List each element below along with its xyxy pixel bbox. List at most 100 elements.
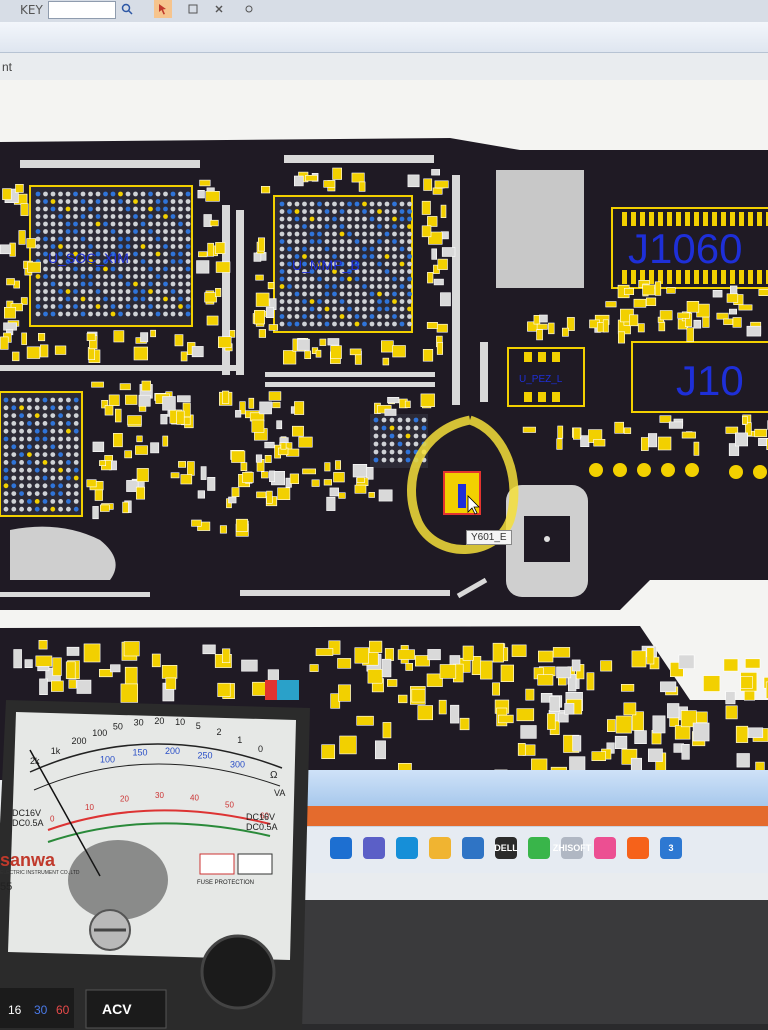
bga-ball — [340, 239, 345, 244]
smd-pad — [557, 439, 563, 450]
bga-ball — [370, 314, 375, 319]
bga-ball — [370, 209, 375, 214]
smd-pad — [675, 726, 690, 740]
connector-label-j1060: J1060 — [628, 225, 742, 272]
bga-ball — [377, 269, 382, 274]
bga-ball — [133, 282, 138, 287]
key-search-input[interactable] — [48, 1, 116, 19]
bga-ball — [332, 277, 337, 282]
bga-ball — [50, 398, 55, 403]
bga-ball — [103, 274, 108, 279]
bga-ball — [347, 314, 352, 319]
bga-ball — [163, 237, 168, 242]
meter-scale-number: 5 — [196, 721, 201, 731]
dell-icon[interactable]: DELL — [495, 837, 517, 859]
edge-icon[interactable] — [396, 837, 418, 859]
save-icon[interactable] — [184, 0, 202, 18]
bga-ball — [347, 202, 352, 207]
mail-icon[interactable] — [462, 837, 484, 859]
bga-ball — [141, 229, 146, 234]
smd-pad — [388, 397, 399, 403]
bga-ball — [81, 304, 86, 309]
bga-ball — [50, 491, 55, 496]
bga-ball — [332, 314, 337, 319]
bga-ball — [178, 297, 183, 302]
board-svg[interactable]: U_SOC_XIM U_MMP_B J1060 J10 U_PEZ_L — [0, 80, 768, 780]
smd-pad — [735, 433, 747, 446]
bga-ball — [36, 199, 41, 204]
bga-ball — [163, 214, 168, 219]
bga-ball — [88, 199, 93, 204]
bga-ball — [287, 217, 292, 222]
firefox-icon[interactable] — [627, 837, 649, 859]
bga-ball — [302, 277, 307, 282]
bga-ball — [27, 421, 32, 426]
close-icon[interactable] — [210, 0, 228, 18]
bga-ball — [392, 224, 397, 229]
smd-pad — [273, 402, 281, 408]
bga-ball — [36, 237, 41, 242]
bga-ball — [355, 322, 360, 327]
bga-ball — [317, 232, 322, 237]
folder-icon[interactable] — [429, 837, 451, 859]
connector-pin — [685, 270, 690, 284]
bga-ball — [58, 192, 63, 197]
app-icon[interactable] — [528, 837, 550, 859]
bga-ball — [4, 460, 9, 465]
smd-pad — [40, 345, 48, 357]
search-icon[interactable] — [118, 0, 136, 18]
bga-ball — [11, 452, 16, 457]
bga-ball — [407, 299, 412, 304]
bga-ball — [186, 259, 191, 264]
bga-ball — [377, 209, 382, 214]
settings-icon[interactable] — [240, 0, 258, 18]
teams-icon[interactable] — [363, 837, 385, 859]
bga-ball — [156, 214, 161, 219]
smd-pad — [19, 231, 26, 245]
pointer-tool-icon[interactable] — [154, 0, 172, 18]
bga-ball — [332, 232, 337, 237]
zhisoft-icon[interactable]: ZHISOFT — [561, 837, 583, 859]
bga-ball — [414, 426, 419, 431]
connector-pin — [712, 270, 717, 284]
tab-label[interactable]: nt — [0, 56, 62, 78]
smd-pad — [290, 474, 299, 484]
board-canvas[interactable]: U_SOC_XIM U_MMP_B J1060 J10 U_PEZ_L — [0, 80, 768, 780]
bga-ball — [19, 468, 24, 473]
smd-pad — [151, 330, 156, 337]
itunes-icon[interactable] — [594, 837, 616, 859]
bga-ball — [126, 222, 131, 227]
smd-pad — [432, 249, 437, 260]
bga-ball — [103, 199, 108, 204]
smd-pad — [553, 647, 570, 657]
smd-pad — [682, 432, 696, 438]
bga-ball — [111, 214, 116, 219]
bga-ball — [118, 192, 123, 197]
bga-ball — [186, 289, 191, 294]
bga-ball — [74, 421, 79, 426]
smd-pad — [252, 420, 264, 432]
bga-ball — [398, 434, 403, 439]
smd-pad — [139, 395, 150, 406]
bga-ball — [287, 284, 292, 289]
smd-pad — [305, 351, 311, 359]
test-point — [729, 465, 743, 479]
bga-ball — [51, 199, 56, 204]
bga-ball — [81, 229, 86, 234]
bga-ball — [4, 507, 9, 512]
bga-ball — [111, 267, 116, 272]
range-selector-knob[interactable] — [202, 936, 274, 1008]
key-label: KEY — [20, 3, 43, 17]
bga-ball — [66, 297, 71, 302]
bga-ball — [58, 237, 63, 242]
bga-ball — [310, 307, 315, 312]
bga-ball — [377, 224, 382, 229]
smd-pad — [128, 416, 142, 425]
bga-ball — [400, 202, 405, 207]
app3-icon[interactable]: 3 — [660, 837, 682, 859]
bga-ball — [96, 207, 101, 212]
test-point — [753, 465, 767, 479]
bga-ball — [81, 282, 86, 287]
outlook-icon[interactable] — [330, 837, 352, 859]
bga-ball — [280, 232, 285, 237]
